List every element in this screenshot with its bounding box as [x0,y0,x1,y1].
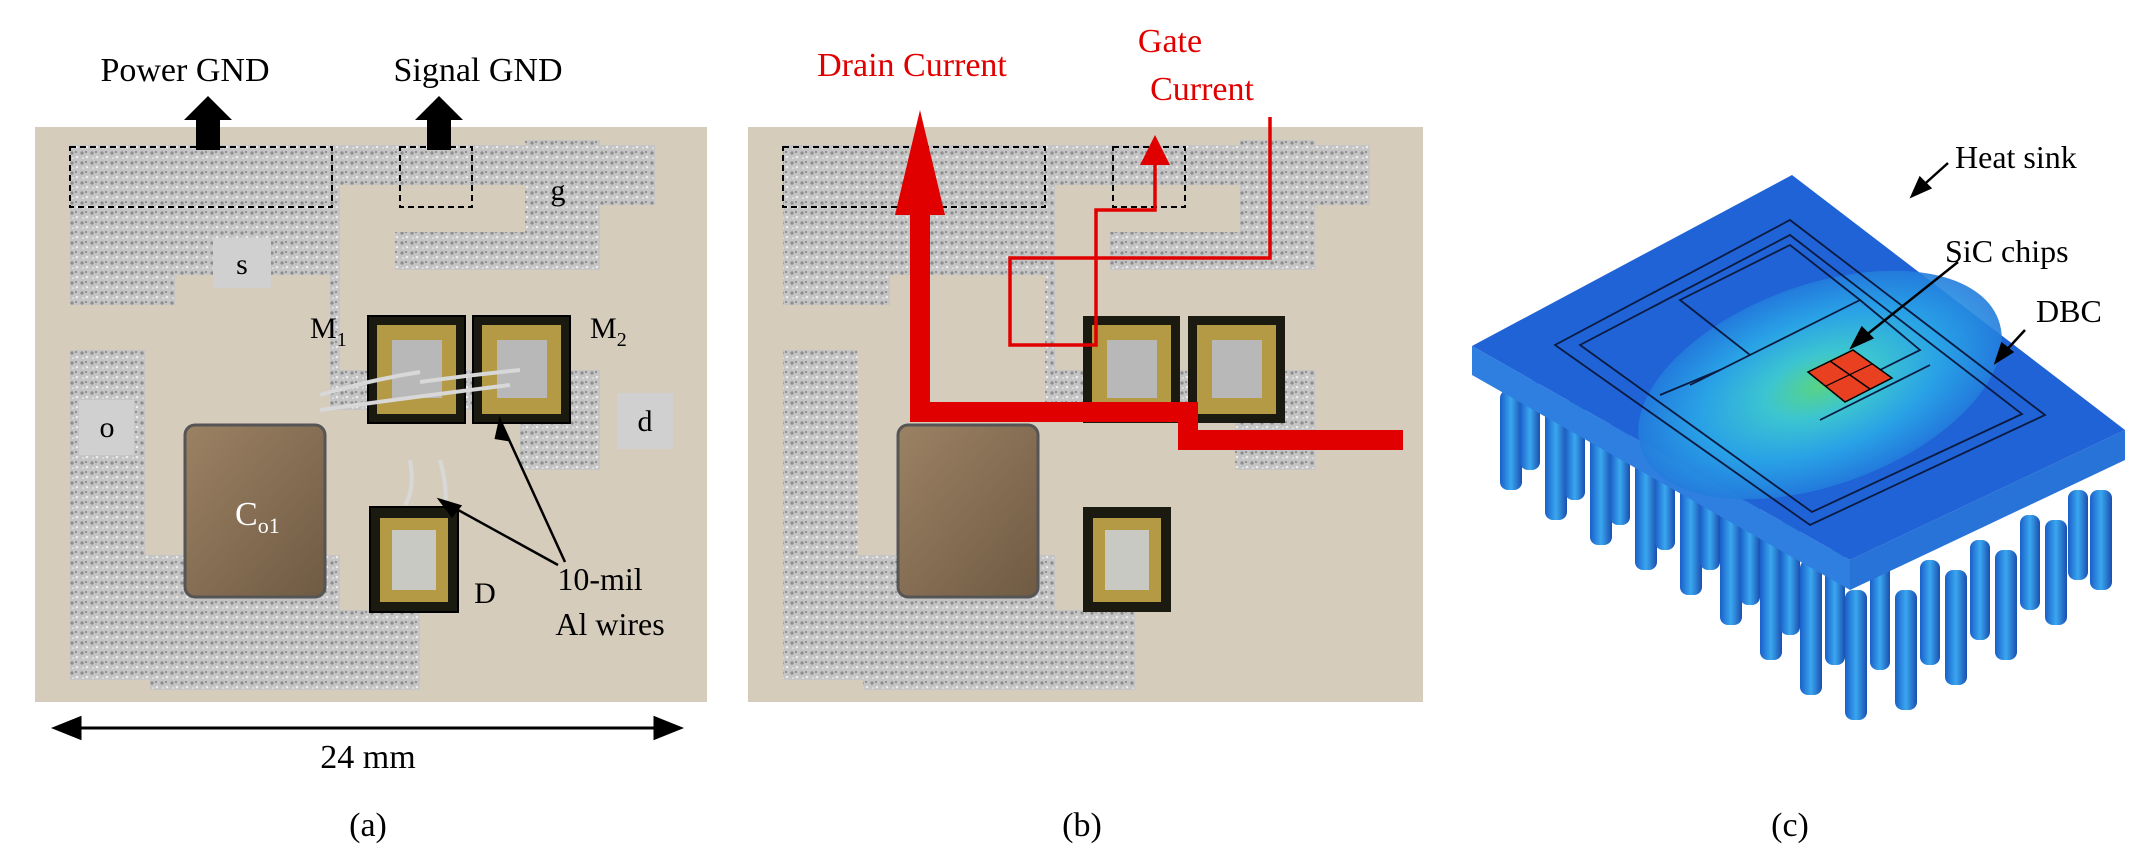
capacitor-label: Co1 [235,496,280,538]
caption-c: (c) [1771,807,1809,844]
m1-label: M1 [310,312,347,351]
heat-sink-side-right [1850,430,2125,590]
dimension-label: 24 mm [320,739,415,776]
heat-sink-label: Heat sink [1955,139,2077,175]
panel-a: Power GND Signal GND s g o d M1 M2 [35,52,707,844]
gate-current-arrowhead [1140,135,1170,165]
wires-label-1: 10-mil [557,561,642,597]
gate-current-label-1: Gate [1138,23,1202,60]
m2-label: M2 [590,312,627,351]
drain-current-arrowhead [895,110,945,215]
c-callout-arrows [1849,162,2026,365]
gate-current-label-2: Current [1150,71,1254,108]
pad-o-label: o [100,411,115,444]
pad-d-label: d [638,405,653,438]
sic-chips [1806,349,1894,403]
gate-trace [395,140,600,270]
signal-gnd-arrow [415,96,463,150]
capacitor-co1 [183,423,327,599]
wires-label-2: Al wires [555,606,664,642]
caption-b: (b) [1062,807,1102,844]
wire-callout-arrows [436,415,567,567]
panel-c: Heat sink SiC chips DBC (c) [1472,139,2125,844]
caption-a: (a) [349,807,387,844]
lower-trace [150,640,420,690]
panel-b: Drain Current Gate Current (b) [748,23,1423,844]
sic-chips-label: SiC chips [1945,233,2069,269]
diode-label: D [474,577,496,610]
drain-current-path [910,205,1403,450]
dbc-outline [1553,218,2047,527]
power-gnd-arrow [184,96,232,150]
drain-current-label: Drain Current [817,47,1007,84]
power-gnd-label: Power GND [100,52,269,89]
gate-current-path [1008,117,1272,347]
signal-gnd-label: Signal GND [393,52,562,89]
output-trace [70,350,420,680]
dimension-arrow [50,715,685,741]
pad-g-label: g [551,174,566,207]
pad-s-label: s [236,248,248,281]
dbc-label: DBC [2036,293,2102,329]
